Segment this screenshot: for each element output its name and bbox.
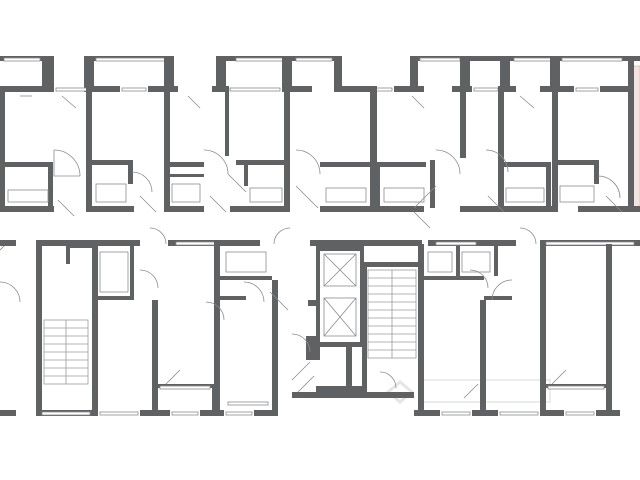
- lower-apartments: [0, 240, 640, 416]
- elevator-shaft-1: [323, 253, 357, 287]
- main-staircase: [367, 269, 417, 359]
- cian-watermark-logo: [385, 379, 551, 404]
- interior-stair-left: [43, 319, 89, 385]
- elevator-shaft-2: [323, 297, 357, 337]
- upper-apartments: [0, 56, 640, 217]
- central-corridor: [0, 211, 537, 251]
- highlighted-apartment[interactable]: [632, 65, 640, 209]
- elevator-stair-core: [291, 246, 420, 398]
